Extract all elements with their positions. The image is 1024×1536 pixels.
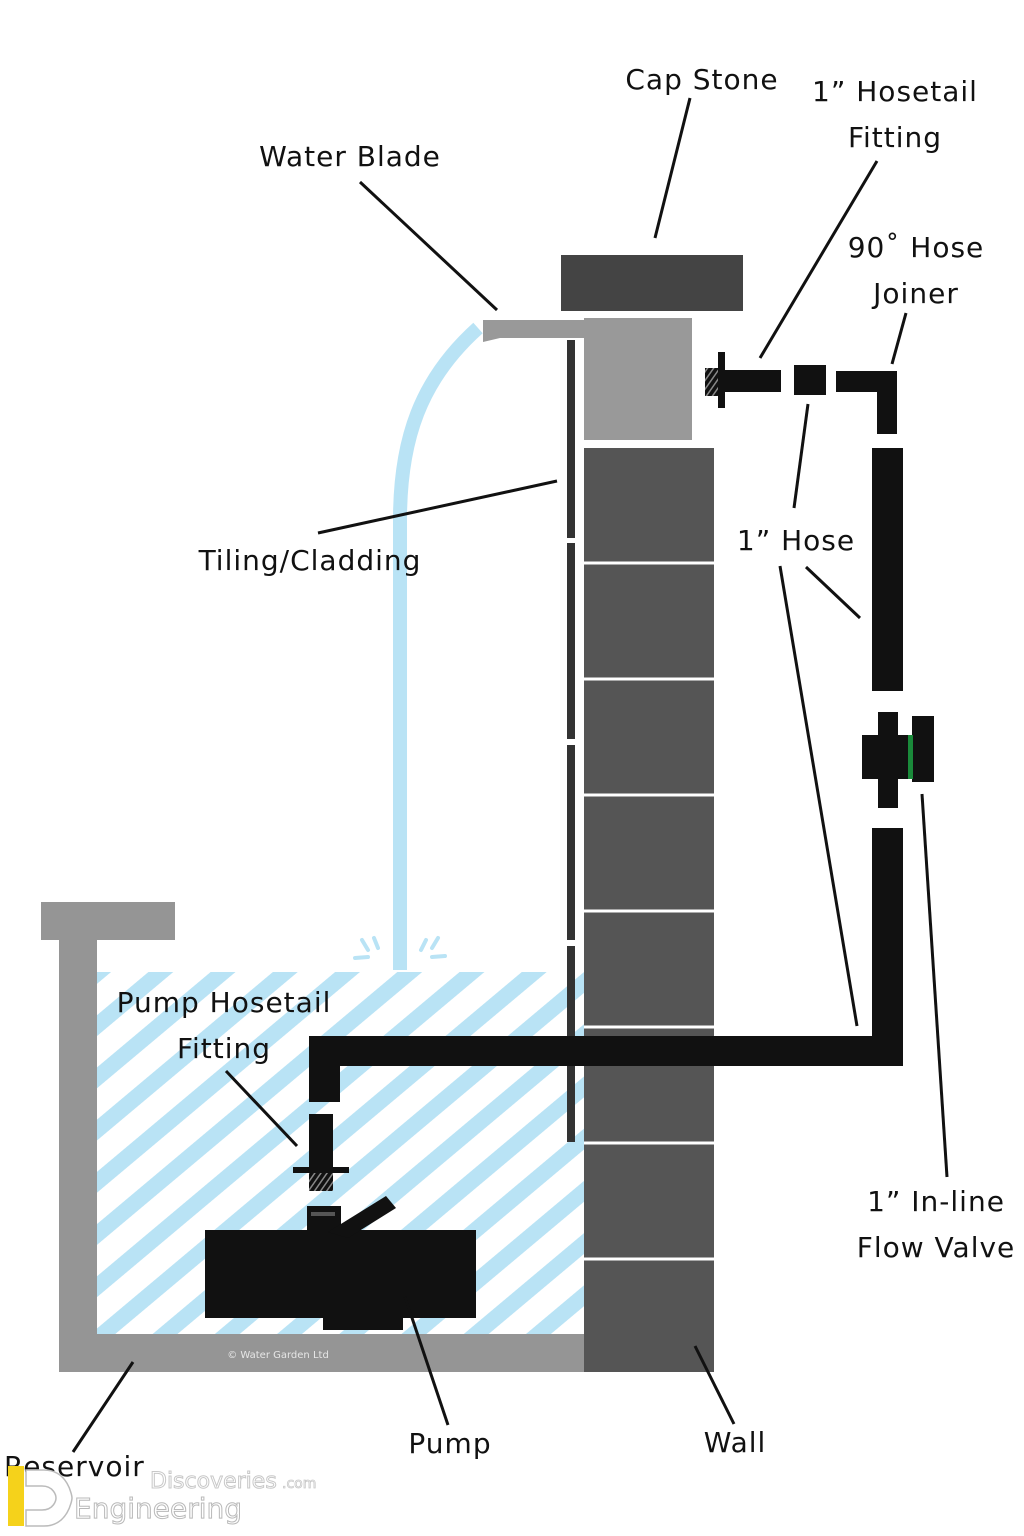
pump-hosetail-fitting [293,1114,349,1191]
label-pump: Pump [408,1427,491,1460]
reservoir [41,902,585,1372]
water-blade [483,320,584,342]
pump [205,1196,476,1330]
label-pump-hosetail-line2: Fitting [177,1032,271,1065]
inline-flow-valve [862,712,934,808]
watermark-logo [8,1466,73,1527]
copyright-text: © Water Garden Ltd [227,1350,329,1361]
hose-pipe [309,448,903,1102]
wall [584,448,714,1372]
blade-box [584,318,692,440]
label-hosetail-fitting-line1: 1” Hosetail [812,75,978,108]
label-tiling-cladding: Tiling/Cladding [198,544,422,577]
label-reservoir: Reservoir [4,1450,145,1483]
label-cap-stone: Cap Stone [625,63,778,96]
label-inline-valve-line2: Flow Valve [857,1231,1016,1264]
water-splash [353,936,447,960]
hose-joiner [836,371,897,434]
watermark-suffix: .com [282,1476,316,1492]
falling-water [393,322,483,970]
label-hose-joiner-line2: Joiner [871,277,959,310]
label-hosetail-fitting-line2: Fitting [848,121,942,154]
hosetail-fitting [705,352,781,408]
label-inline-valve-line1: 1” In-line [867,1185,1005,1218]
label-water-blade: Water Blade [259,140,441,173]
label-wall: Wall [704,1426,767,1459]
hose-short-segment [794,365,826,395]
cap-stone [561,255,743,311]
tiling-cladding [567,340,575,1142]
label-hose: 1” Hose [737,524,855,557]
label-pump-hosetail-line1: Pump Hosetail [117,986,332,1019]
label-hose-joiner-line1: 90˚ Hose [848,231,985,264]
watermark-bottom: Engineering [74,1492,242,1525]
leader-lines [71,97,949,1453]
watermark-top: Discoveries [150,1469,277,1494]
